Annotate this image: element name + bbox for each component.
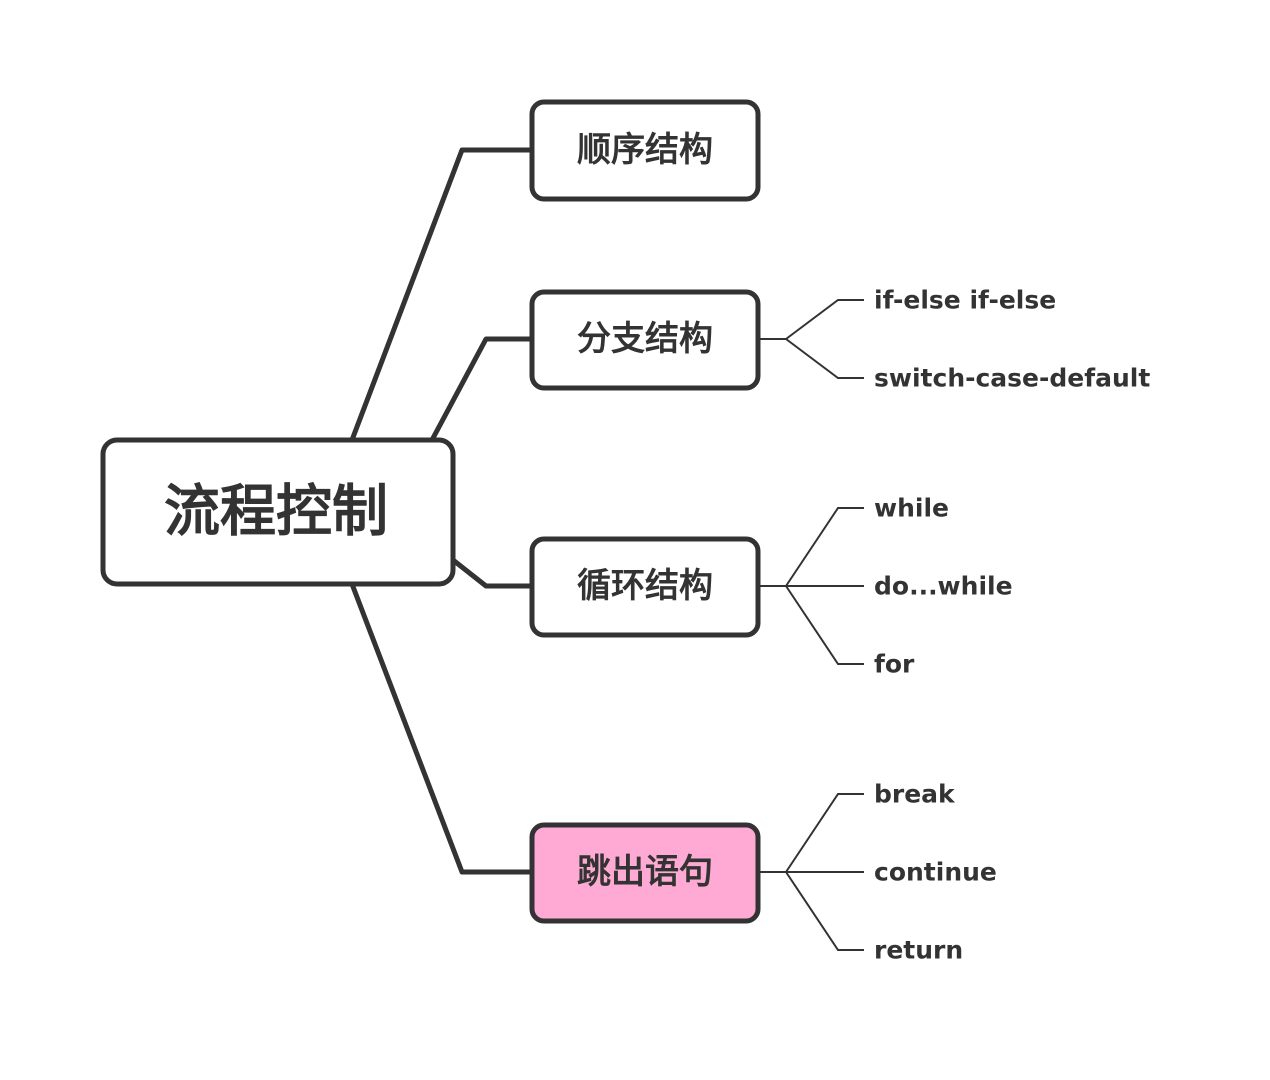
branch-node-jump[interactable]: 跳出语句 xyxy=(529,822,761,924)
root-node[interactable]: 流程控制 xyxy=(100,437,456,587)
connector-root-to-branch xyxy=(429,336,532,442)
connector-loop-to-leaf-2 xyxy=(785,585,864,665)
leaf-connectors xyxy=(760,299,864,951)
leaf-nodes: if-else if-else switch-case-default whil… xyxy=(874,286,1150,965)
leaf-node[interactable]: continue xyxy=(874,858,997,887)
branch-node-label: 跳出语句 xyxy=(577,852,713,892)
leaf-node[interactable]: while xyxy=(874,494,949,523)
connector-root-to-sequence xyxy=(349,147,532,441)
leaf-node[interactable]: if-else if-else xyxy=(874,286,1056,315)
branch-node-box-highlighted xyxy=(529,822,761,924)
connector-branch-to-leaf-0 xyxy=(785,299,864,340)
branch-node-sequence[interactable]: 顺序结构 xyxy=(529,99,761,202)
branch-node-box xyxy=(529,536,761,638)
connector-loop-to-leaf-0 xyxy=(785,507,864,587)
branch-node-branching[interactable]: 分支结构 xyxy=(529,289,761,391)
branch-node-label: 分支结构 xyxy=(577,319,713,359)
leaf-node[interactable]: for xyxy=(874,650,915,679)
leaf-node[interactable]: do...while xyxy=(874,572,1013,601)
leaf-node[interactable]: switch-case-default xyxy=(874,364,1150,393)
root-node-label: 流程控制 xyxy=(164,480,388,545)
branch-node-box xyxy=(529,289,761,391)
branch-node-label: 循环结构 xyxy=(577,566,713,606)
branch-node-loop[interactable]: 循环结构 xyxy=(529,536,761,638)
leaf-node[interactable]: return xyxy=(874,936,963,965)
branch-node-label: 顺序结构 xyxy=(577,130,713,170)
connector-root-to-loop xyxy=(451,558,532,589)
connector-branch-to-leaf-1 xyxy=(785,338,864,379)
leaf-node[interactable]: break xyxy=(874,780,956,809)
root-connectors xyxy=(349,147,532,875)
connector-root-to-jump xyxy=(349,583,532,875)
root-node-box xyxy=(100,437,456,587)
connector-jump-to-leaf-0 xyxy=(785,793,864,873)
connector-jump-to-leaf-2 xyxy=(785,871,864,951)
branch-node-box xyxy=(529,99,761,202)
